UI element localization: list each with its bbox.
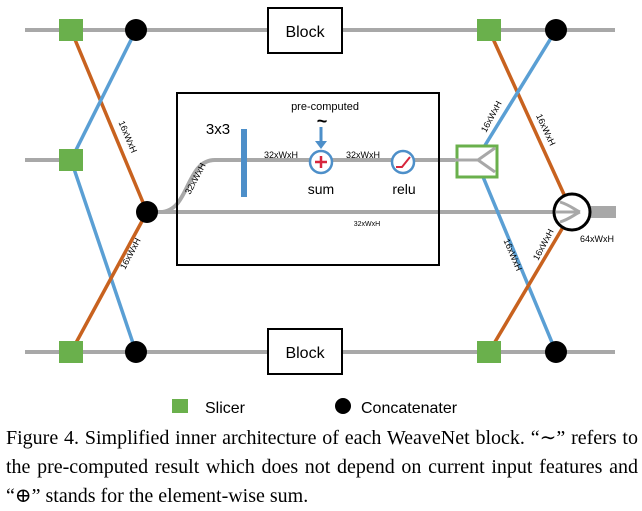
figure-caption: Figure 4. Simplified inner architecture … — [6, 427, 638, 507]
tilde-icon: ~ — [317, 111, 328, 131]
slicer-left-bottom — [59, 341, 83, 363]
concatenaters — [125, 19, 567, 363]
legend-concatenater-label: Concatenater — [361, 400, 458, 417]
right-blue-edge-2 — [474, 159, 558, 353]
relu-label: relu — [392, 181, 415, 197]
concatenater-right-bottom — [545, 341, 567, 363]
left-blue-edge-1 — [69, 29, 138, 161]
precomputed-arrow-head — [315, 141, 327, 149]
right-upper-orange-label: 16xWxH — [534, 112, 557, 147]
left-orange-edge-2 — [69, 211, 149, 353]
kernel-label: 3x3 — [206, 121, 230, 138]
weavenet-block-diagram: 3x3 pre-computed ~ sum relu 32xWxH 32xWx… — [25, 7, 616, 417]
slicer-left-middle — [59, 149, 83, 171]
block-top: Block — [267, 7, 343, 54]
legend-slicer-swatch — [172, 399, 188, 413]
kernel-3x3-bar — [241, 129, 247, 197]
right-upper-blue-label: 16xWxH — [479, 99, 504, 134]
sum-plus-icon — [308, 149, 334, 175]
inner-slicer — [455, 144, 499, 179]
legend: Slicer Concatenater — [172, 398, 458, 417]
branch-upper-path — [159, 158, 455, 214]
legend-slicer-label: Slicer — [205, 400, 246, 417]
right-blue-edge-1 — [474, 29, 558, 161]
slicer-right-bottom — [477, 341, 501, 363]
feature-label-after-sum: 32xWxH — [346, 150, 380, 160]
sum-label: sum — [308, 181, 334, 197]
output-feature-label: 64xWxH — [580, 234, 614, 244]
concatenater-left-bottom — [125, 341, 147, 363]
left-orange-edge-1 — [69, 29, 149, 213]
concatenater-right-top — [545, 19, 567, 41]
output-concatenater — [552, 192, 592, 232]
block-bottom: Block — [267, 328, 343, 375]
left-blue-edge-2 — [69, 159, 138, 353]
slicer-left-top — [59, 19, 83, 41]
left-edges — [69, 29, 149, 353]
slicers — [59, 19, 501, 363]
right-edges — [474, 29, 574, 353]
feature-label-input: 32xWxH — [183, 161, 208, 196]
feature-label-bottom: 32xWxH — [354, 221, 380, 228]
slicer-right-top — [477, 19, 501, 41]
block-bottom-label: Block — [285, 345, 325, 362]
relu-icon — [390, 149, 416, 175]
right-orange-edge-1 — [487, 29, 574, 213]
precomputed-label: pre-computed — [291, 101, 359, 113]
legend-concatenater-swatch — [335, 398, 351, 414]
right-orange-edge-2 — [487, 211, 574, 353]
block-top-label: Block — [285, 24, 325, 41]
inner-block-frame — [176, 92, 440, 266]
concatenater-left-top — [125, 19, 147, 41]
concatenater-left-middle — [136, 201, 158, 223]
left-lower-edge-label: 16xWxH — [118, 236, 143, 271]
feature-label-after-kernel: 32xWxH — [264, 150, 298, 160]
right-lower-blue-label: 16xWxH — [502, 237, 524, 272]
